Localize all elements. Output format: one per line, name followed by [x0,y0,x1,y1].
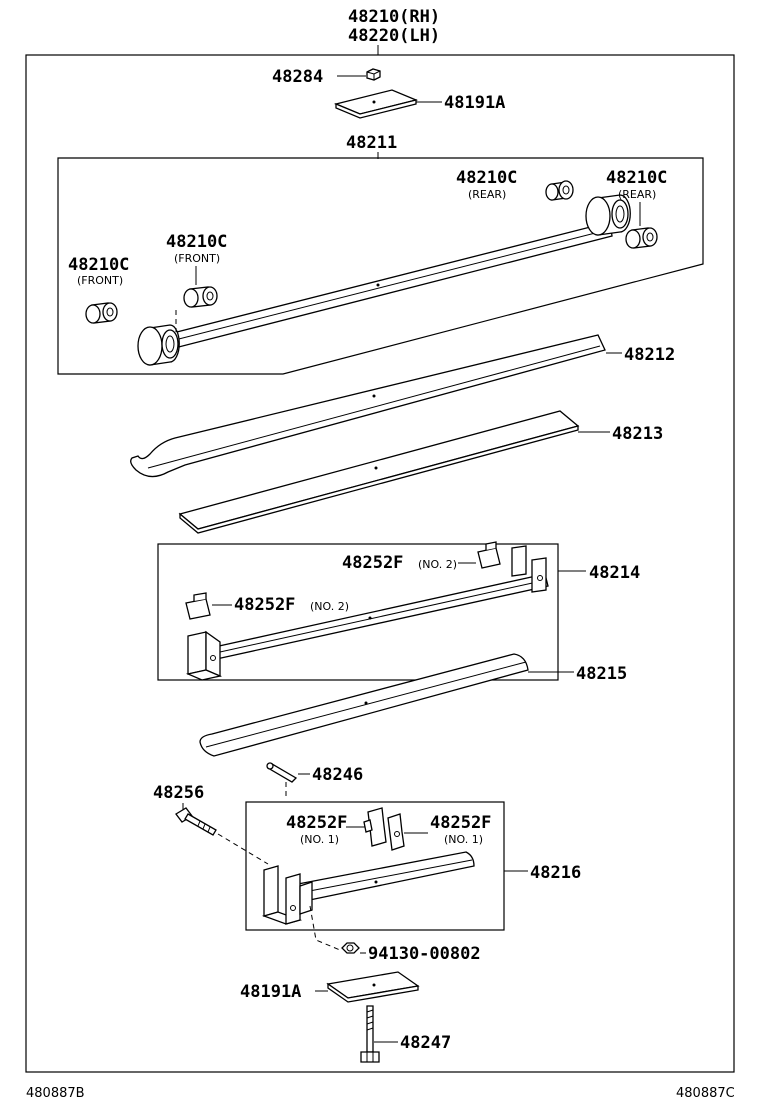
part-48210C-rear-2-label: 48210C [606,168,667,188]
bushing-icon [625,227,658,249]
bolt-icon [175,807,217,836]
part-48252F-c-note: (NO. 1) [300,833,339,846]
leaf-with-clip-icon [261,851,475,925]
part-48191A-top[interactable]: 48191A [333,89,505,119]
part-48213[interactable]: 48213 [178,410,663,534]
part-48252F-c[interactable]: 48252F (NO. 1) [286,807,387,847]
part-48252F-b[interactable]: 48252F (NO. 2) [185,592,349,620]
part-48252F-d-label: 48252F [430,813,491,833]
header: 48210(RH) 48220(LH) [348,7,440,55]
bushing-icon [545,180,574,201]
part-48252F-b-note: (NO. 2) [310,600,349,613]
part-48215-label: 48215 [576,664,627,684]
part-48191A-bottom[interactable]: 48191A [240,971,420,1003]
part-48210C-rear-2[interactable]: 48210C (REAR) [606,168,667,249]
bushing-icon [183,286,218,308]
part-48216-label: 48216 [530,863,581,883]
part-94130-00802[interactable]: 94130-00802 [309,905,481,964]
part-48212-label: 48212 [624,345,675,365]
part-94130-label: 94130-00802 [368,944,481,964]
nut-icon [341,942,360,954]
plate-icon [333,89,419,119]
leaf-icon [130,334,606,478]
part-48252F-d[interactable]: 48252F (NO. 1) [387,813,491,851]
part-48191A-top-label: 48191A [444,93,505,113]
part-48210C-rear-1-note: (REAR) [468,188,506,201]
reference-code-left: 480887B [26,1086,85,1101]
part-48213-label: 48213 [612,424,663,444]
clip-icon [185,592,211,620]
part-48252F-d-note: (NO. 1) [444,833,483,846]
part-48252F-a[interactable]: 48252F (NO. 2) [342,541,501,573]
part-48191A-bottom-label: 48191A [240,982,301,1002]
part-48210C-front-1-note: (FRONT) [77,274,123,287]
clip-icon [387,813,405,851]
part-48214-label: 48214 [589,563,640,583]
part-48256[interactable]: 48256 [153,783,269,865]
part-48210C-front-2[interactable]: 48210C (FRONT) [166,232,227,308]
part-48210C-front-1-label: 48210C [68,255,129,275]
part-48210C-front-2-label: 48210C [166,232,227,252]
part-48210C-rear-1-label: 48210C [456,168,517,188]
part-48247[interactable]: 48247 [360,1005,451,1063]
pin-icon [266,762,298,783]
nut-icon [366,68,381,81]
bushing-icon [85,302,118,324]
part-48247-label: 48247 [400,1033,451,1053]
part-48284-label: 48284 [272,67,323,87]
group-48216-frame [245,801,505,931]
group-48211-frame [57,157,704,375]
part-48246-label: 48246 [312,765,363,785]
clip-icon [363,807,387,847]
leaf-icon [178,410,580,534]
part-48210C-rear-2-note: (REAR) [618,188,656,201]
reference-code-right: 480887C [676,1086,735,1101]
bolt-icon [360,1005,380,1063]
assembly-lh-label: 48220(LH) [348,26,440,46]
part-48212[interactable]: 48212 [130,334,676,478]
part-48210C-front-2-note: (FRONT) [174,252,220,265]
part-48246[interactable]: 48246 [266,762,363,800]
group-48211[interactable]: 48211 48210C (REAR) [57,133,704,375]
group-48214-frame [157,543,559,681]
main-leaf-icon [137,194,631,366]
outer-frame [25,54,735,1073]
clip-icon [477,541,501,569]
assembly-rh-label: 48210(RH) [348,7,440,27]
part-48252F-a-label: 48252F [342,553,403,573]
plate-icon [326,971,420,1003]
part-48215[interactable]: 48215 [199,653,627,757]
leaf-with-clips-icon [185,545,549,681]
part-48256-guide [217,833,269,865]
part-48211-label: 48211 [346,133,397,153]
part-94130-guide [309,905,341,951]
part-48210C-rear-1[interactable]: 48210C (REAR) [456,168,574,201]
part-48252F-a-note: (NO. 2) [418,558,457,571]
group-48214[interactable]: 48214 48252F (NO. 2) [157,541,640,681]
part-48210C-front-1[interactable]: 48210C (FRONT) [68,255,129,324]
part-48252F-c-label: 48252F [286,813,347,833]
group-48216[interactable]: 48216 48252F (NO. 1) [245,801,581,931]
part-48284[interactable]: 48284 [272,67,381,87]
part-48252F-b-label: 48252F [234,595,295,615]
leaf-icon [199,653,529,757]
part-48256-label: 48256 [153,783,204,803]
